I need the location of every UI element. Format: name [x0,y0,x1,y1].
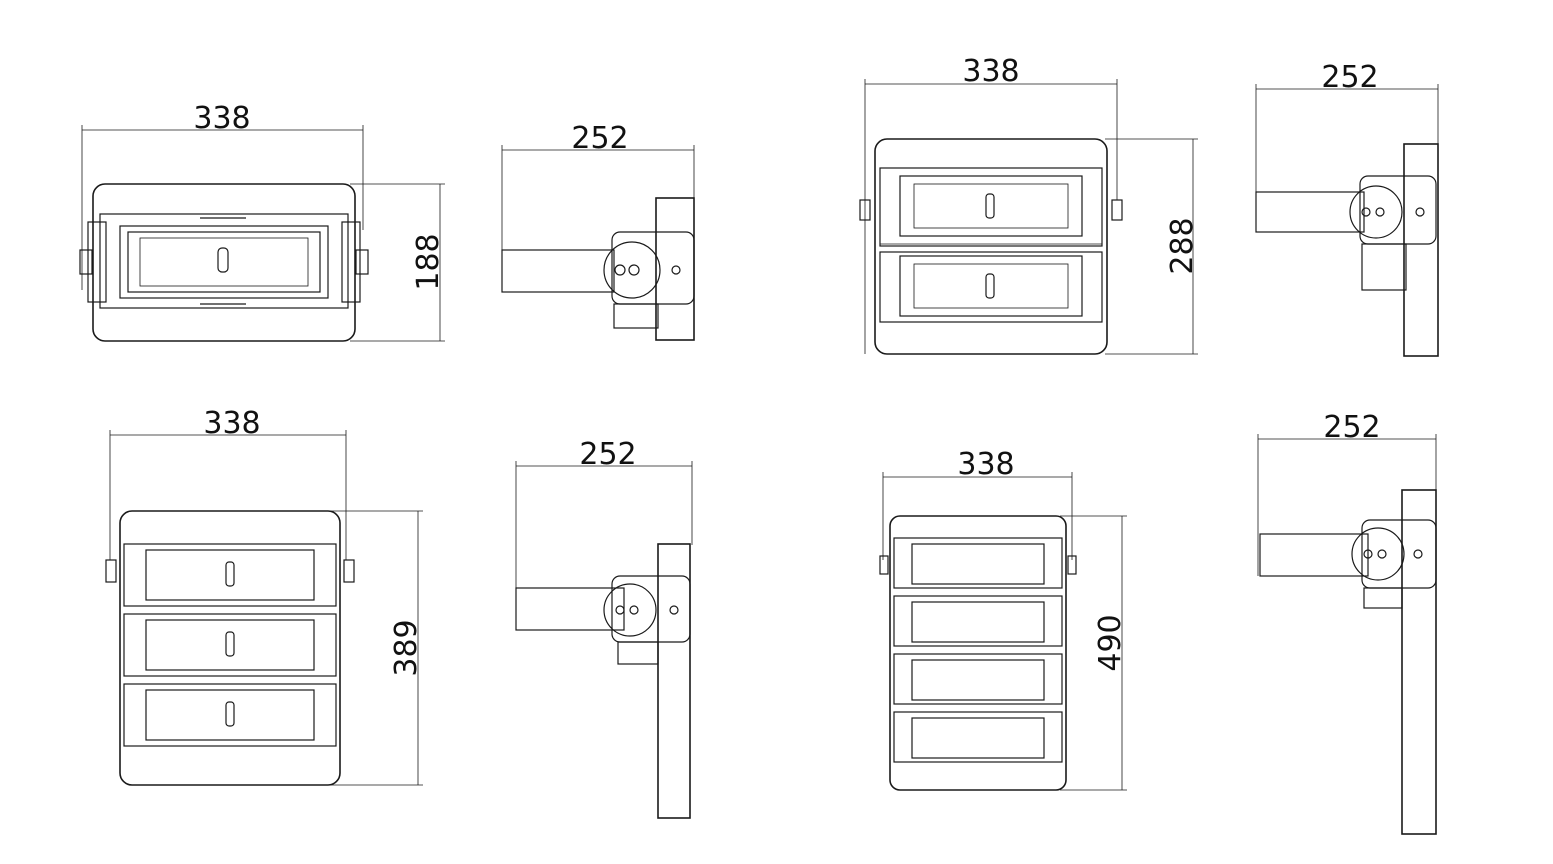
fixture-4-height-label: 490 [1093,614,1128,671]
fixture-4-front-view: 338 490 [879,447,1128,791]
fixture-4-depth-label: 252 [1323,410,1380,445]
fixture-3-height-label: 389 [389,619,424,676]
fixture-2-depth-label: 252 [1321,60,1378,95]
fixture-3-depth-label: 252 [579,437,636,472]
fixture-1-width-label: 338 [193,101,250,136]
fixture-2-width-label: 338 [962,54,1019,89]
fixture-3-side-view: 252 [515,437,693,819]
fixture-3-front-view: 338 389 [105,406,424,786]
fixture-2-side-view: 252 [1255,60,1439,357]
fixture-1-front-view: 338 188 [79,101,446,342]
fixture-1-side-view: 252 [501,121,695,341]
fixture-3-width-label: 338 [203,406,260,441]
fixture-2-front-view: 338 288 [859,54,1200,355]
fixture-4-side-view: 252 [1257,410,1437,835]
fixture-2-height-label: 288 [1165,217,1200,274]
fixture-1-led-module [139,237,309,287]
fixture-4-width-label: 338 [957,447,1014,482]
fixture-1-height-label: 188 [411,233,446,290]
fixture-1-depth-label: 252 [571,121,628,156]
